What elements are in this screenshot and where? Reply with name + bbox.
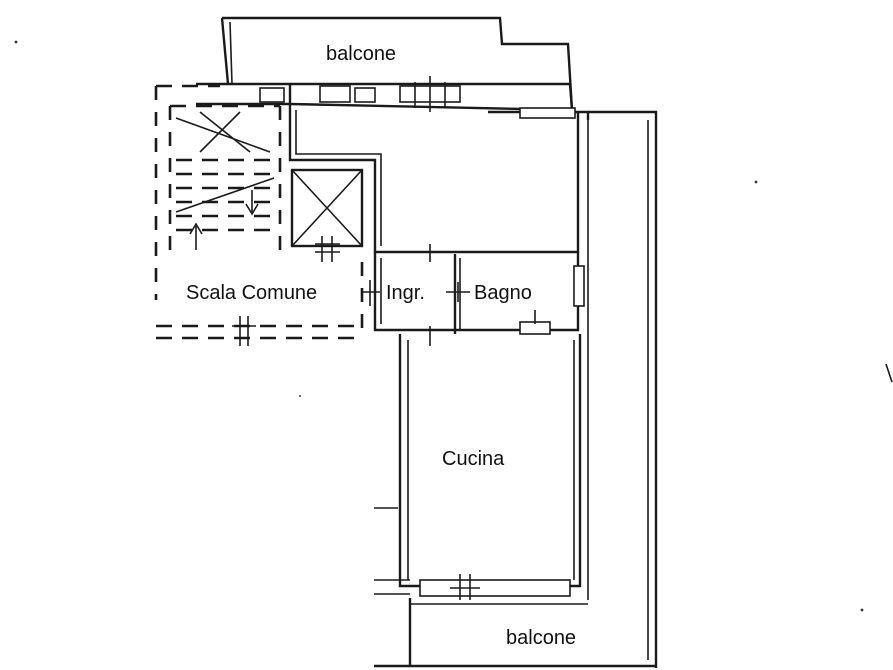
window-top-1 [319,85,351,103]
window-right-bath [573,265,585,307]
scan-specks [14,40,893,612]
window-top-4 [259,87,285,103]
elevator-shaft [290,168,364,262]
room-label-cucina: Cucina [442,448,505,470]
kitchen [374,334,582,600]
room-label-scala-comune: Scala Comune [186,282,317,304]
room-label-bagno: Bagno [474,282,532,304]
common-staircase [154,84,364,346]
window-right-top [519,107,576,119]
room-label-balcone-bottom: balcone [506,627,576,649]
upper-wall [196,76,574,112]
room-label-ingresso: Ingr. [386,282,425,304]
room-label-balcone-top: balcone [326,43,396,65]
bottom-balcony [374,598,656,668]
right-terrace [587,110,658,668]
window-kitchen-bottom [419,579,571,597]
top-balcony [220,16,574,111]
upper-room [288,104,590,254]
window-top-3 [354,87,376,103]
service-block [362,244,585,346]
